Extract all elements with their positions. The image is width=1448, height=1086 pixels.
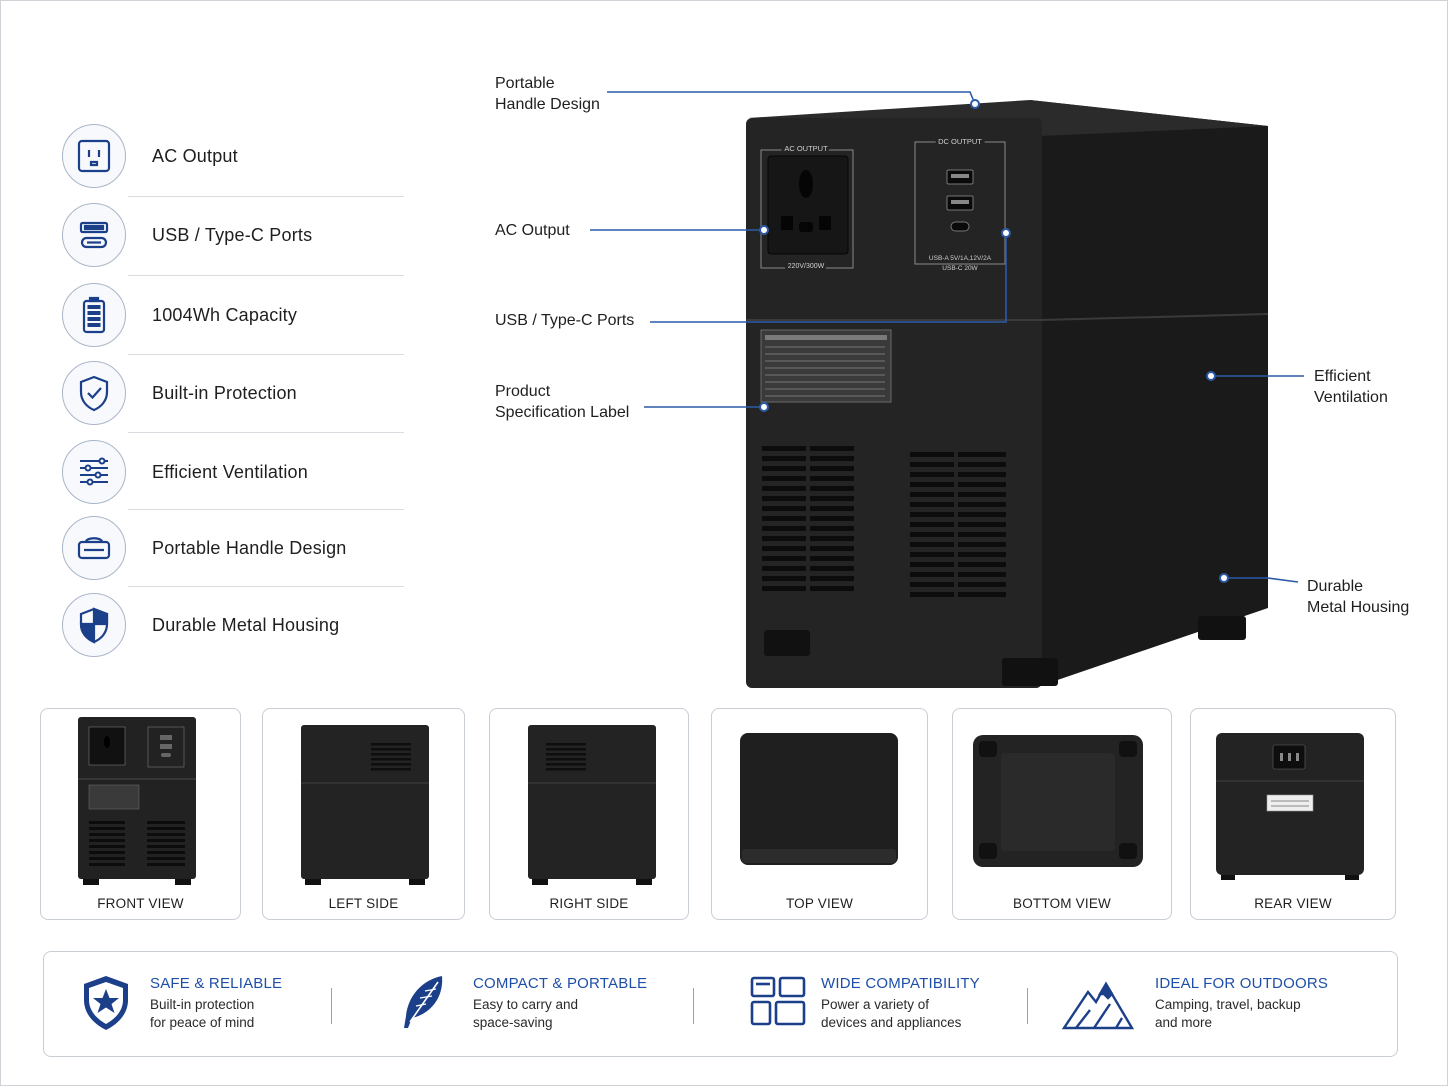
feature-housing: Durable Metal Housing [62,592,404,658]
callout-ventilation: Efficient Ventilation [1314,366,1388,408]
benefit-title: SAFE & RELIABLE [150,975,283,992]
ac-rating: 220V/300W [788,263,825,270]
view-card-left[interactable]: LEFT SIDE [262,708,465,920]
benefit-desc-line2: for peace of mind [150,1015,255,1030]
left-side-image [301,725,429,885]
handle-icon [62,516,126,580]
benefit-separator [1027,988,1028,1024]
feature-divider [128,275,404,276]
benefit-safe: SAFE & RELIABLE Built-in protection for … [44,952,334,1058]
battery-icon [62,283,126,347]
feature-handle: Portable Handle Design [62,515,404,581]
callout-handle: Portable Handle Design [495,73,600,115]
benefit-title: WIDE COMPATIBILITY [821,975,980,992]
benefit-desc: Built-in protection for peace of mind [150,996,330,1032]
benefit-desc: Camping, travel, backup and more [1155,996,1335,1032]
feature-divider [128,432,404,433]
feature-label: Portable Handle Design [152,537,347,558]
feature-label: Durable Metal Housing [152,614,340,635]
view-label: LEFT SIDE [328,896,399,911]
view-card-rear[interactable]: REAR VIEW [1190,708,1396,920]
benefit-compatibility: WIDE COMPATIBILITY Power a variety of de… [734,952,1034,1058]
grid-icon [750,976,806,1026]
outlet-icon [62,124,126,188]
benefit-separator [331,988,332,1024]
feature-ventilation: Efficient Ventilation [62,439,404,505]
callout-handle-line1: Portable [495,75,555,92]
bottom-view-image [973,735,1143,867]
feature-divider [128,354,404,355]
benefit-desc-line1: Easy to carry and [473,997,579,1012]
feather-icon [404,976,443,1028]
feature-label: Built-in Protection [152,382,297,403]
benefit-desc-line1: Camping, travel, backup [1155,997,1301,1012]
callout-ac: AC Output [495,222,570,239]
rear-view-image [1216,733,1364,880]
feature-label: USB / Type-C Ports [152,224,313,245]
view-label: BOTTOM VIEW [1013,896,1111,911]
ventilation-icon [62,440,126,504]
spec-label [760,329,892,403]
usb-port-icon [62,203,126,267]
feature-ac-output: AC Output [62,123,404,189]
right-side-image [528,725,656,885]
callout-spec-label: Product Specification Label [495,381,629,423]
benefit-desc-line2: space-saving [473,1015,553,1030]
dc-panel-title: DC OUTPUT [938,137,982,146]
view-label: TOP VIEW [785,896,854,911]
ac-panel-title: AC OUTPUT [784,144,828,153]
callout-spec-line2: Specification Label [495,404,630,421]
dc-rating-1: USB-A 5V/1A,12V/2A [929,255,992,262]
view-card-front[interactable]: FRONT VIEW [40,708,241,920]
benefit-compact: COMPACT & PORTABLE Easy to carry and spa… [364,952,694,1058]
power-station-image: AC OUTPUT 220V/300W DC OUTPUT USB-A 5V/1… [746,100,1269,688]
benefit-desc: Easy to carry and space-saving [473,996,653,1032]
view-card-bottom[interactable]: BOTTOM VIEW [952,708,1172,920]
view-label: REAR VIEW [1254,896,1332,911]
feature-divider [128,196,404,197]
feature-protection: Built-in Protection [62,360,404,426]
benefit-outdoors: IDEAL FOR OUTDOORS Camping, travel, back… [1054,952,1384,1058]
benefits-bar: SAFE & RELIABLE Built-in protection for … [43,951,1398,1057]
feature-divider [128,509,404,510]
feature-usb-ports: USB / Type-C Ports [62,202,404,268]
view-card-right[interactable]: RIGHT SIDE [489,708,689,920]
callout-vent-line1: Efficient [1314,368,1371,385]
feature-label: AC Output [152,145,238,166]
benefit-desc: Power a variety of devices and appliance… [821,996,1001,1032]
callout-handle-line2: Handle Design [495,96,600,113]
dc-rating-2: USB-C 20W [942,265,978,272]
front-view-image [78,717,196,885]
top-view-image [740,733,898,865]
view-card-top[interactable]: TOP VIEW [711,708,928,920]
callout-spec-line1: Product [495,383,551,400]
mountain-icon [1061,981,1135,1030]
shield-check-icon [62,361,126,425]
feature-label: 1004Wh Capacity [152,304,298,325]
callout-housing: Durable Metal Housing [1307,576,1409,618]
callout-vent-line2: Ventilation [1314,389,1388,406]
shield-housing-icon [62,593,126,657]
star-shield-icon [84,976,128,1030]
view-label: FRONT VIEW [97,896,184,911]
feature-label: Efficient Ventilation [152,461,308,482]
view-label: RIGHT SIDE [549,896,629,911]
benefit-desc-line2: and more [1155,1015,1213,1030]
benefit-title: COMPACT & PORTABLE [473,975,648,992]
callout-housing-line2: Metal Housing [1307,599,1410,616]
front-vents [762,446,1006,597]
callout-housing-line1: Durable [1307,578,1364,595]
benefit-separator [693,988,694,1024]
feature-capacity: 1004Wh Capacity [62,282,404,348]
benefit-title: IDEAL FOR OUTDOORS [1155,975,1329,992]
callout-usb: USB / Type-C Ports [495,312,635,329]
benefit-desc-line1: Power a variety of [821,997,930,1012]
benefit-desc-line1: Built-in protection [150,997,255,1012]
feature-divider [128,586,404,587]
benefit-desc-line2: devices and appliances [821,1015,962,1030]
